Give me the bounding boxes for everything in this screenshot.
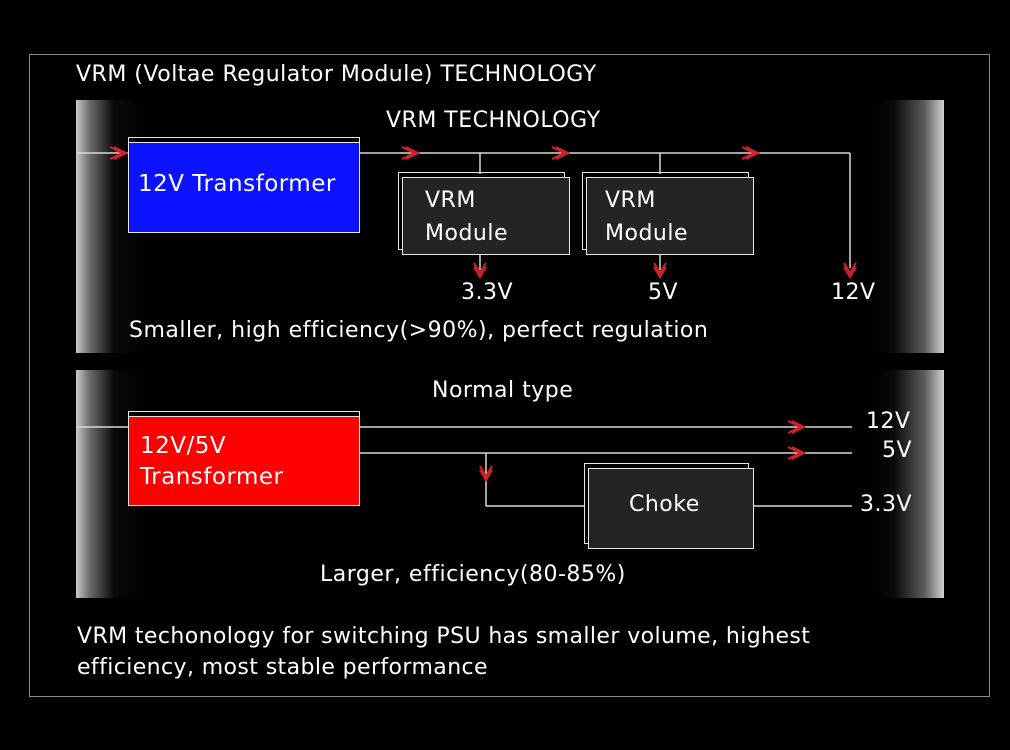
- normal-connector-lines: [76, 420, 852, 507]
- outer-frame: [29, 54, 990, 697]
- normal-output-5v: 5V: [882, 438, 913, 463]
- normal-heading: Normal type: [432, 378, 574, 403]
- footer-text: VRM techonology for switching PSU has sm…: [77, 621, 957, 683]
- choke-box: Choke: [584, 463, 754, 549]
- vrm-heading: VRM TECHNOLOGY: [386, 108, 601, 133]
- transformer-12v-box: 12V Transformer: [128, 137, 360, 233]
- normal-caption: Larger, efficiency(80-85%): [320, 562, 626, 587]
- output-12v: 12V: [831, 280, 876, 305]
- output-5v: 5V: [648, 280, 679, 305]
- vrm-caption: Smaller, high efficiency(>90%), perfect …: [129, 318, 709, 343]
- page-title: VRM (Voltae Regulator Module) TECHNOLOGY: [76, 62, 597, 87]
- flow-arrows: [109, 146, 857, 279]
- transformer-12v-label: 12V Transformer: [138, 171, 336, 197]
- normal-output-12v: 12V: [866, 409, 911, 434]
- footer-line-1: VRM techonology for switching PSU has sm…: [77, 624, 811, 649]
- flow-arrows-normal: [479, 420, 807, 482]
- choke-label: Choke: [629, 492, 700, 517]
- vrm-connector-lines: [76, 146, 857, 279]
- normal-output-3v3: 3.3V: [860, 492, 913, 517]
- output-3v3: 3.3V: [461, 280, 514, 305]
- footer-line-2: efficiency, most stable performance: [77, 655, 488, 680]
